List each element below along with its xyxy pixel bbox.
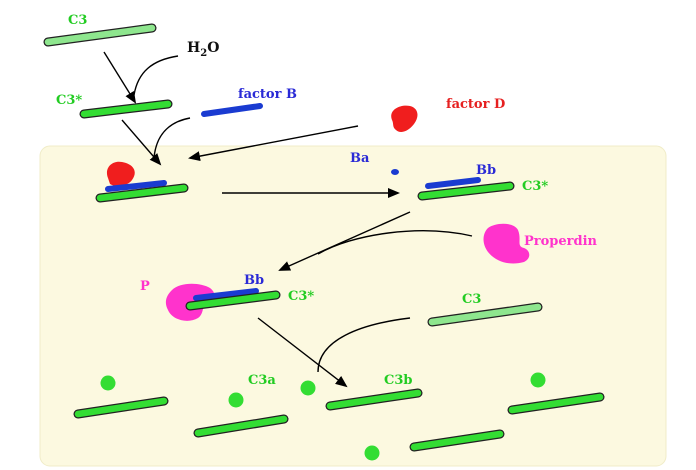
ba-label: Ba [350, 151, 370, 166]
bb-lower-label: Bb [244, 273, 264, 288]
c3bb-to-complex-arrow [278, 211, 411, 271]
c3b-molecule [193, 414, 289, 438]
factor-b-label: factor B [238, 87, 297, 102]
c3-star-right-label: C3* [522, 179, 548, 194]
h2o-arrow-curve [133, 55, 179, 96]
factor-d-label: factor D [446, 97, 505, 112]
factor-b-molecule [201, 103, 263, 117]
factor-b-bound [105, 180, 167, 192]
properdin-molecule [483, 223, 530, 264]
properdin-label: Properdin [524, 234, 598, 249]
c3-star-lower-label: C3* [288, 289, 314, 304]
c3a-fragment [228, 392, 244, 408]
convertase-arrow [257, 317, 348, 388]
c3a-label: C3a [248, 373, 276, 388]
p-label: P [140, 279, 150, 294]
c3b-molecule [409, 429, 505, 452]
factorb-merge-curve [153, 117, 191, 159]
c3a-fragment [300, 380, 316, 396]
c3b-molecule [325, 388, 423, 411]
c3-star-molecule-right [417, 181, 515, 201]
c3a-fragment [100, 375, 116, 391]
ba-fragment [391, 169, 399, 175]
properdin-merge-curve [317, 230, 473, 255]
c3b-molecule [73, 396, 169, 419]
c3-molecule-top [43, 23, 157, 47]
c3-star-complex-left [95, 183, 189, 203]
h2o-label: H2O [187, 40, 219, 59]
factor-d-bound [106, 161, 135, 187]
c3a-fragment [364, 445, 380, 461]
c3b-molecule [507, 392, 605, 415]
c3a-fragment [530, 372, 546, 388]
factord-arrow [188, 125, 359, 162]
c3-lower-label: C3 [462, 292, 481, 307]
c3-merge-curve [317, 317, 411, 373]
factor-d-molecule [391, 105, 418, 132]
c3-to-c3star-arrow [103, 51, 137, 104]
c3-star-molecule-top [79, 99, 173, 119]
c3-top-label: C3 [68, 13, 87, 28]
bb-fragment-right [425, 177, 481, 189]
bb-right-label: Bb [476, 163, 496, 178]
c3-star-top-label: C3* [56, 93, 82, 108]
bb-fragment-lower [193, 288, 259, 301]
c3b-label: C3b [384, 373, 412, 388]
c3-star-complex-lower [185, 290, 281, 311]
c3-molecule-lower [427, 302, 543, 327]
